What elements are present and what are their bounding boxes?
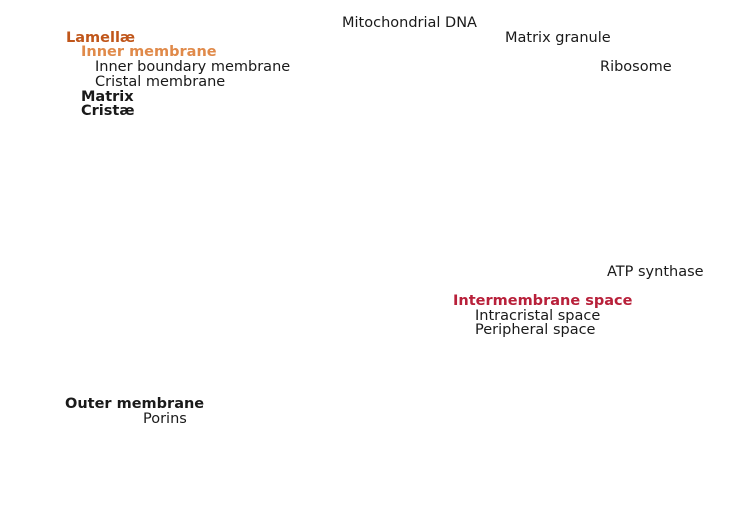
label-inner-membrane: Inner membrane [81, 44, 217, 60]
label-inner-boundary-membrane: Inner boundary membrane [95, 59, 291, 75]
label-mitochondrial-dna: Mitochondrial DNA [342, 15, 477, 31]
label-outer-membrane: Outer membrane [65, 396, 205, 412]
label-matrix-granule: Matrix granule [505, 30, 611, 46]
label-intermembrane-space: Intermembrane space [453, 293, 633, 309]
label-cristae: Cristæ [81, 103, 135, 119]
label-cristal-membrane: Cristal membrane [95, 74, 226, 90]
label-lamellae: Lamellæ [66, 30, 136, 46]
label-intracristal-space: Intracristal space [475, 308, 601, 324]
label-ribosome: Ribosome [600, 59, 672, 75]
label-porins: Porins [143, 411, 187, 427]
label-peripheral-space: Peripheral space [475, 322, 596, 338]
label-atp-synthase: ATP synthase [607, 264, 704, 280]
label-matrix: Matrix [81, 89, 134, 105]
